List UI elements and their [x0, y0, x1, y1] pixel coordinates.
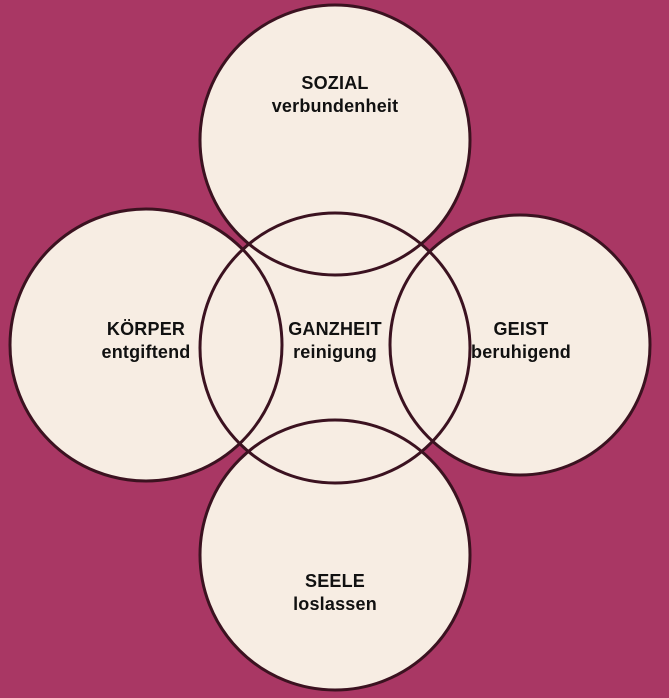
- node-label-sozial: SOZIAL verbundenheit: [185, 72, 485, 118]
- node-title-ganzheit: GANZHEIT: [288, 319, 382, 339]
- node-title-koerper: KÖRPER: [106, 319, 186, 339]
- node-subtitle-ganzheit: reinigung: [293, 342, 377, 363]
- node-label-seele: SEELE loslassen: [185, 570, 485, 616]
- node-title-geist: GEIST: [493, 319, 549, 339]
- node-label-koerper: KÖRPER entgiftend: [10, 318, 282, 364]
- node-subtitle-geist: beruhigend: [471, 342, 571, 363]
- circle-outlines: [8, 3, 652, 692]
- circle-fill-koerper: [10, 209, 282, 481]
- node-label-ganzheit: GANZHEIT reinigung: [200, 318, 470, 364]
- node-subtitle-koerper: entgiftend: [101, 342, 191, 363]
- node-title-sozial: SOZIAL: [301, 73, 369, 93]
- node-title-seele: SEELE: [304, 571, 366, 591]
- circle-outline-geist: [388, 213, 652, 477]
- node-label-geist: GEIST beruhigend: [392, 318, 650, 364]
- circle-outline-ganzheit: [198, 211, 472, 485]
- circle-fill-seele: [200, 420, 470, 690]
- circle-outline-seele: [198, 418, 472, 692]
- node-subtitle-seele: loslassen: [293, 594, 377, 615]
- circle-outline-sozial: [198, 3, 472, 277]
- node-subtitle-sozial: verbundenheit: [271, 96, 399, 117]
- circle-outline-koerper: [8, 207, 284, 483]
- circle-fill-ganzheit: [200, 213, 470, 483]
- circle-fill-sozial: [200, 5, 470, 275]
